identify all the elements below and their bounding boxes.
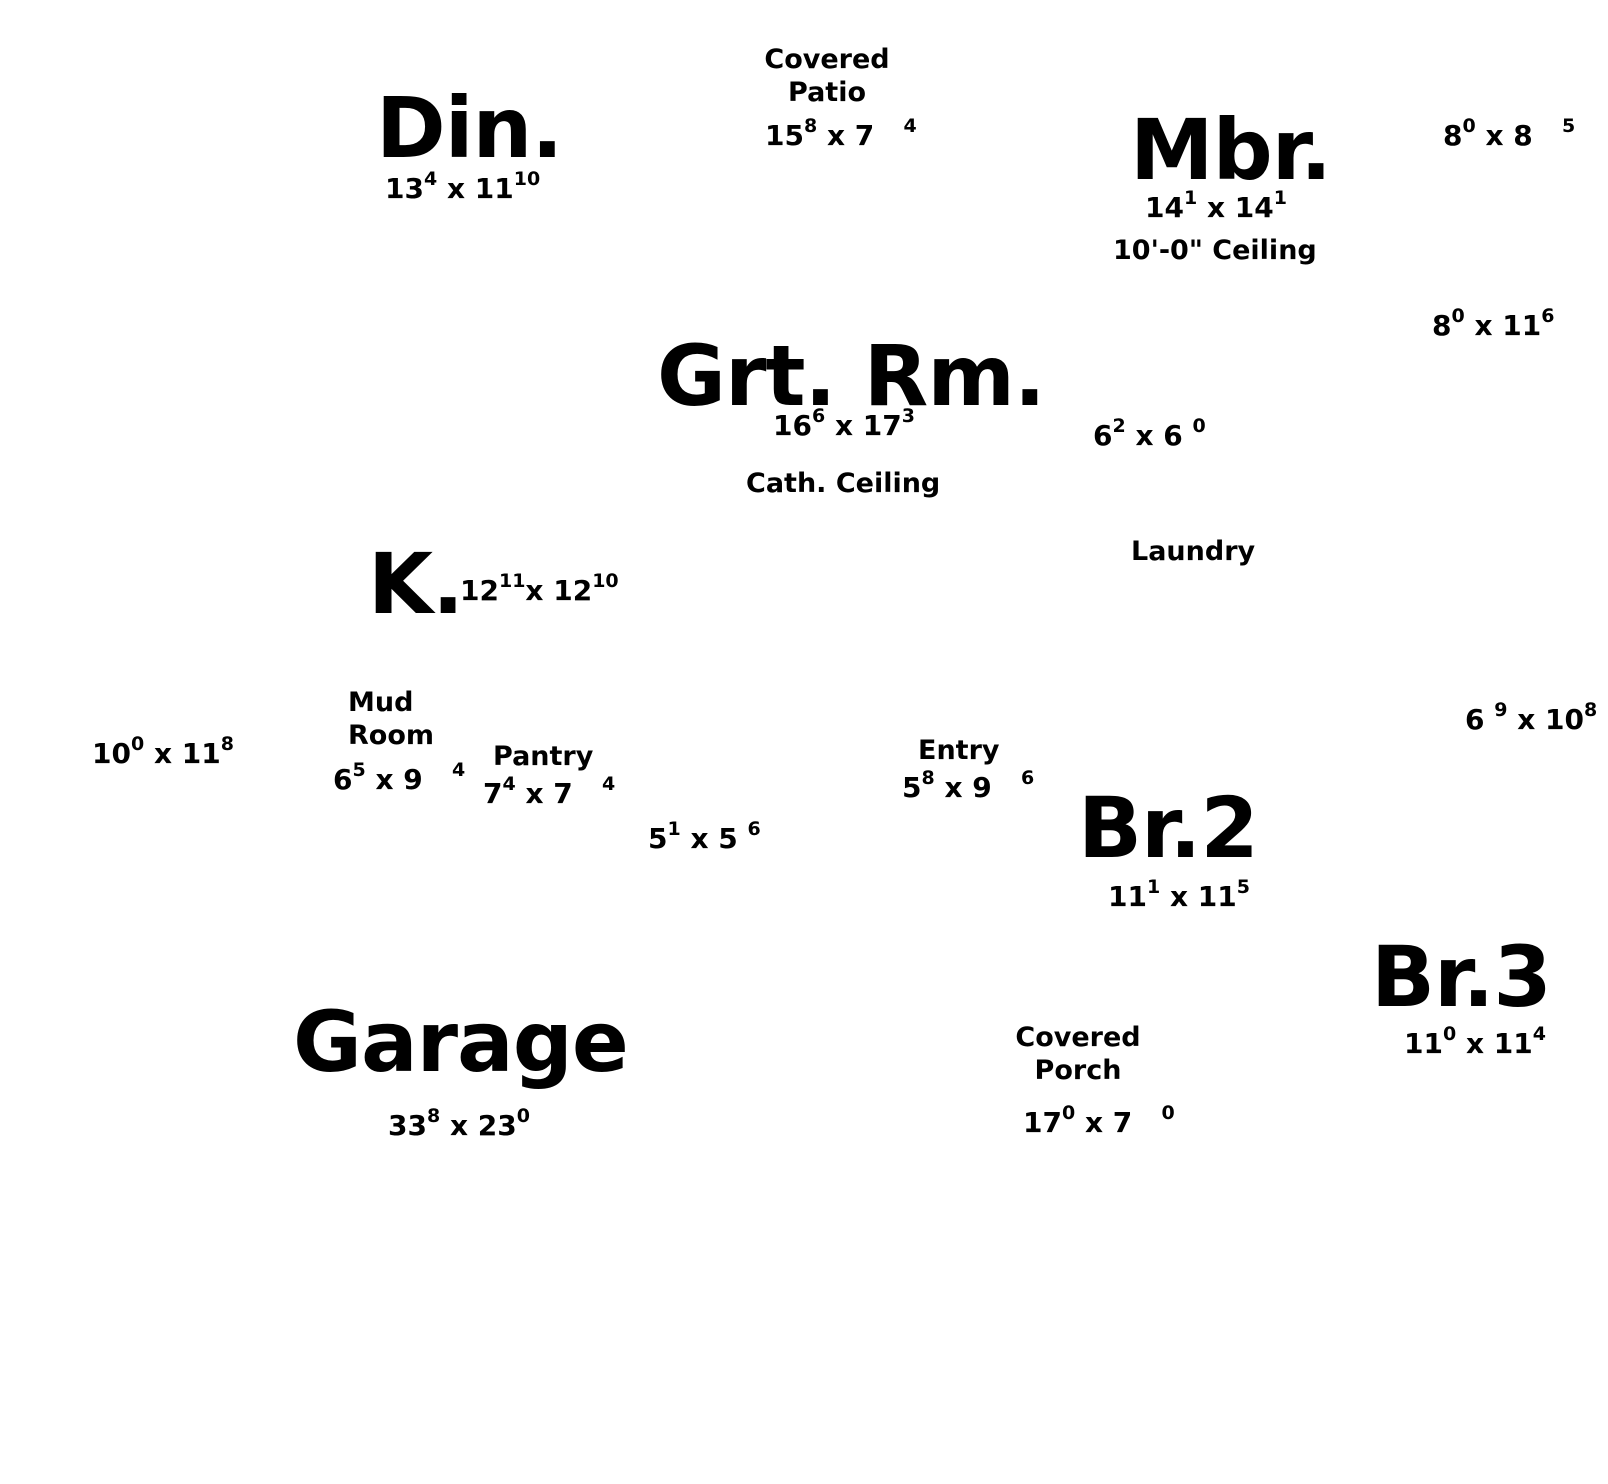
room-dims-garage: 338 x 230 xyxy=(388,1105,530,1142)
room-dims-covered-porch: 170 x 7 0 xyxy=(1023,1102,1175,1139)
room-label-covered-patio: Covered Patio xyxy=(764,44,890,108)
ceiling-note-master-bedroom: 10'-0" Ceiling xyxy=(1113,235,1317,266)
room-label-bedroom-3: Br.3 xyxy=(1371,928,1552,1026)
room-label-bedroom-2: Br.2 xyxy=(1078,779,1259,877)
room-dims-6x6: 62 x 6 0 xyxy=(1093,415,1206,452)
room-dims-entry: 58 x 9 6 xyxy=(902,767,1035,804)
room-dims-8x11: 80 x 116 xyxy=(1432,305,1555,342)
room-dims-8x8: 80 x 8 5 xyxy=(1443,115,1576,152)
room-dims-mud-room: 65 x 9 4 xyxy=(333,759,466,796)
room-label-covered-porch: Covered Porch xyxy=(1015,1022,1141,1086)
room-label-great-room: Grt. Rm. xyxy=(657,327,1046,425)
room-dims-great-room: 166 x 173 xyxy=(773,405,915,442)
room-label-master-bedroom: Mbr. xyxy=(1130,101,1332,199)
room-label-kitchen: K. xyxy=(368,535,464,633)
room-dims-bedroom-2: 111 x 115 xyxy=(1108,876,1250,913)
room-label-mud-room: Mud Room xyxy=(348,687,435,751)
room-dims-kitchen: 1211x 1210 xyxy=(460,570,619,607)
room-dims-covered-patio: 158 x 7 4 xyxy=(765,115,917,152)
room-dims-5x5: 51 x 5 6 xyxy=(648,818,761,855)
room-dims-6x10: 6 9 x 108 xyxy=(1465,699,1598,736)
room-dims-master-bedroom: 141 x 141 xyxy=(1145,187,1287,224)
room-dims-bedroom-3: 110 x 114 xyxy=(1404,1023,1546,1060)
room-dims-10x11: 100 x 118 xyxy=(92,733,234,770)
room-label-pantry: Pantry xyxy=(493,741,594,772)
room-label-dining: Din. xyxy=(376,79,563,177)
ceiling-note-great-room: Cath. Ceiling xyxy=(746,468,941,499)
room-dims-dining: 134 x 1110 xyxy=(385,168,541,205)
room-label-garage: Garage xyxy=(293,993,629,1091)
room-dims-pantry: 74 x 7 4 xyxy=(483,773,616,810)
room-label-laundry: Laundry xyxy=(1131,536,1256,567)
room-label-entry: Entry xyxy=(918,735,1000,766)
